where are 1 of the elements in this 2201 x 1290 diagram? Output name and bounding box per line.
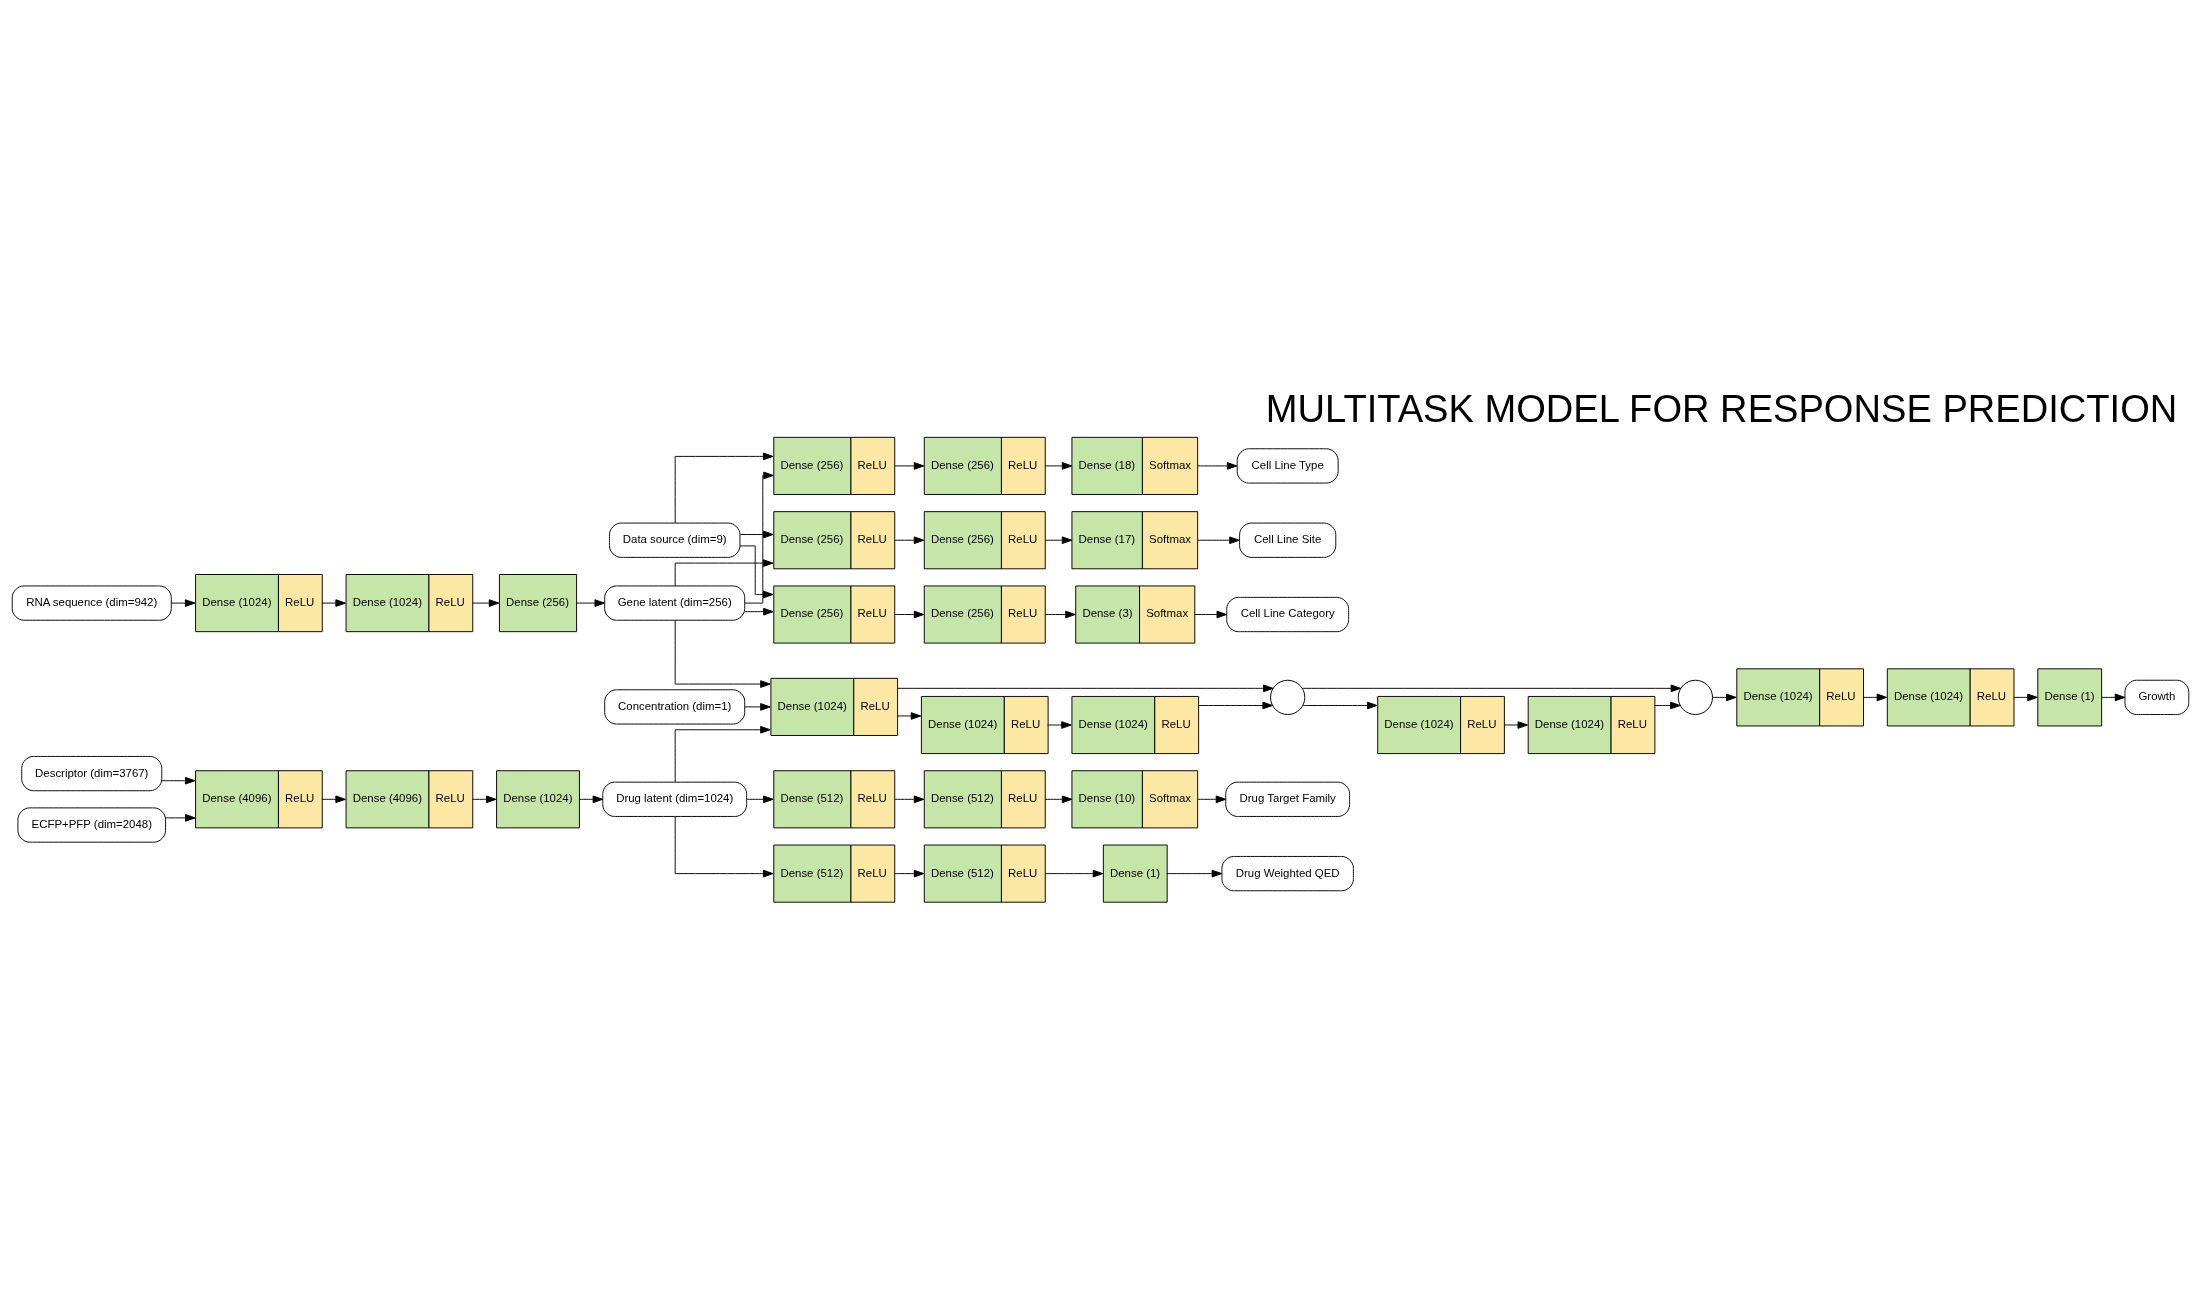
diagram-title: MULTITASK MODEL FOR RESPONSE PREDICTION (1265, 388, 2178, 431)
